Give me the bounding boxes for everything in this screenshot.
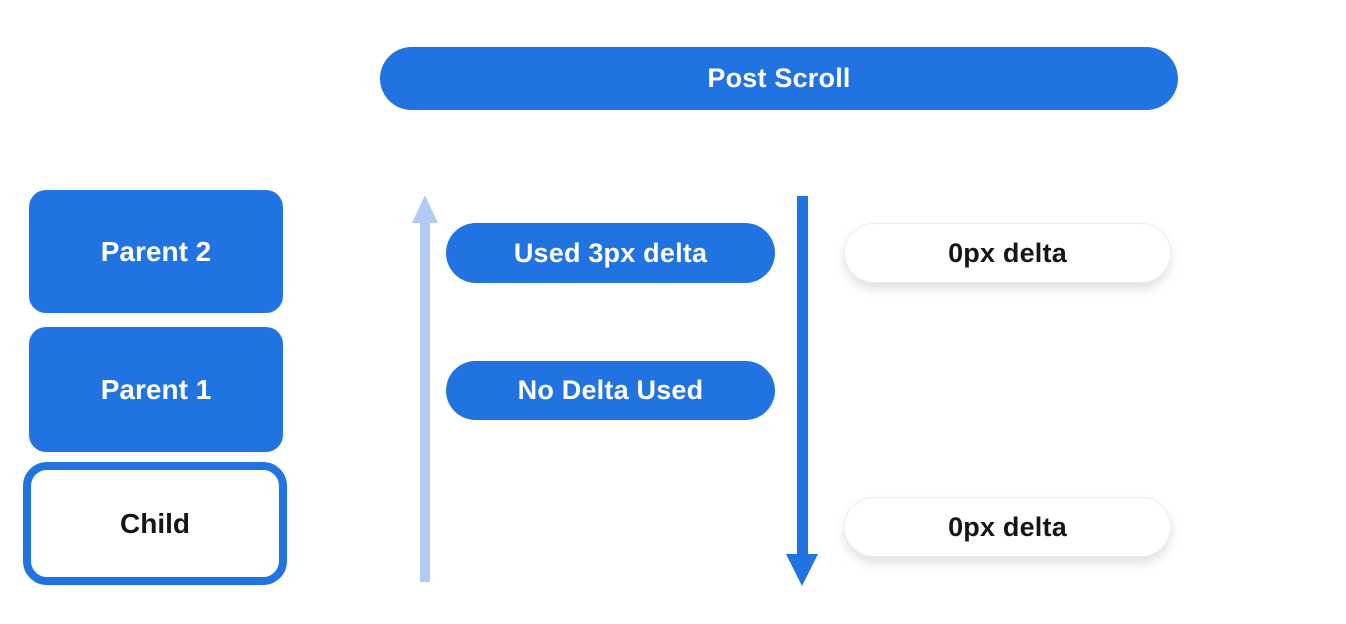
used-delta-pill: Used 3px delta [446, 223, 775, 283]
scroll-down-arrow-shaft [796, 196, 808, 555]
scroll-up-arrow-shaft [420, 222, 430, 582]
used-delta-label: Used 3px delta [513, 237, 708, 268]
no-delta-pill: No Delta Used [446, 361, 775, 420]
parent-1-box: Parent 1 [29, 327, 283, 452]
parent-2-label: Parent 2 [100, 235, 212, 267]
parent-2-box: Parent 2 [29, 190, 283, 313]
parent-1-label: Parent 1 [100, 373, 212, 405]
zero-delta-bottom-label: 0px delta [948, 511, 1067, 542]
zero-delta-pill-bottom: 0px delta [844, 497, 1171, 557]
scroll-up-arrow-icon [412, 195, 438, 582]
scroll-down-arrowhead [786, 554, 818, 586]
zero-delta-top-label: 0px delta [948, 237, 1067, 268]
child-label: Child [120, 507, 190, 539]
post-scroll-header-label: Post Scroll [707, 63, 851, 93]
zero-delta-pill-top: 0px delta [844, 223, 1171, 283]
scroll-down-arrow-icon [786, 196, 818, 586]
child-box: Child [23, 462, 287, 585]
post-scroll-header: Post Scroll [380, 47, 1178, 110]
scroll-up-arrowhead [412, 195, 438, 223]
no-delta-label: No Delta Used [517, 375, 704, 405]
